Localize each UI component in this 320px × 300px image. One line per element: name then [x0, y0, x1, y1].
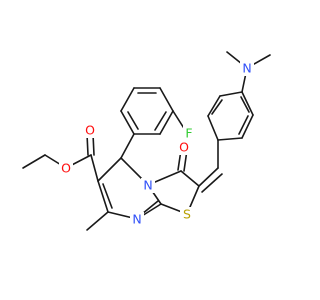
bond-ethyl-ch3	[22, 154, 46, 169]
pyrimidine-nitrogen-atom: N	[132, 212, 141, 227]
ester-carbonyl-oxygen-atom: O	[85, 123, 95, 138]
bond-exocyclic-double	[201, 173, 223, 193]
bond-exocyclic	[198, 167, 219, 187]
bridgehead-nitrogen-atom: N	[143, 178, 152, 193]
ester-ether-oxygen-atom: O	[61, 161, 71, 176]
sulfur-atom: S	[183, 207, 191, 222]
molecule-structure: F N N N S O O O	[22, 51, 271, 231]
bond-c6-to-ester	[90, 154, 99, 182]
molecule-canvas: F N N N S O O O	[22, 51, 271, 231]
bond-c7-methyl	[86, 211, 109, 231]
aminophenyl-ring	[207, 91, 254, 141]
amine-nitrogen-atom: N	[242, 61, 251, 76]
fluorine-atom: F	[185, 126, 192, 141]
bond-aryl-to-c5	[120, 133, 135, 159]
fluorophenyl-ring	[120, 87, 174, 135]
ketone-oxygen-atom: O	[179, 140, 189, 155]
